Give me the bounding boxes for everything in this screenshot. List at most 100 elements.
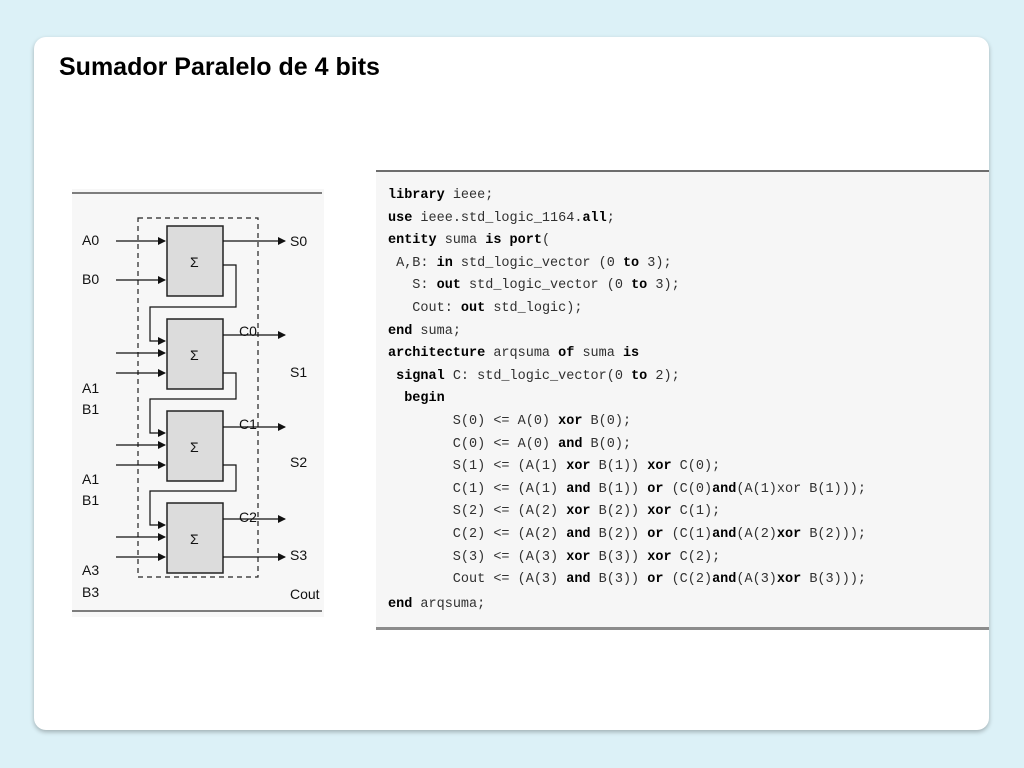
- label-a3: A3: [82, 562, 99, 578]
- sigma-symbol-2: Σ: [190, 439, 199, 455]
- code-keyword: all: [582, 210, 607, 226]
- full-adder-1: [166, 318, 224, 390]
- code-line: end suma;: [388, 321, 866, 344]
- code-text: (C(2): [663, 572, 713, 588]
- label-s3: S3: [290, 547, 307, 563]
- code-text: B(3)));: [801, 572, 867, 588]
- code-keyword: xor: [566, 459, 591, 475]
- full-adder-0: [166, 225, 224, 297]
- code-text: Cout <= (A(3): [388, 572, 567, 588]
- code-text: 3);: [639, 255, 672, 271]
- label-c0: C0: [239, 323, 257, 339]
- code-text: B(2)): [590, 526, 648, 542]
- code-text: (: [541, 233, 551, 249]
- code-keyword: of: [558, 346, 575, 362]
- code-keyword: architecture: [388, 346, 486, 362]
- adder-diagram: Σ A0 B0 S0 C0 Σ A1 B1 S1 C1 Σ A1 B1 S2 C…: [72, 189, 324, 617]
- code-text: ieee;: [444, 188, 494, 203]
- code-keyword: and: [566, 481, 591, 497]
- code-text: B(3)): [590, 572, 648, 588]
- code-text: 3);: [647, 278, 680, 294]
- sigma-symbol-0: Σ: [190, 254, 199, 270]
- code-text: std_logic_vector (0: [452, 255, 623, 271]
- code-line: S(3) <= (A(3) xor B(3)) xor C(2);: [388, 547, 866, 570]
- code-text: arqsuma;: [412, 596, 486, 612]
- label-c1: C1: [239, 416, 257, 432]
- code-keyword: to: [622, 255, 640, 271]
- code-text: C(1) <= (A(1): [388, 481, 567, 497]
- code-text: B(3)): [590, 549, 648, 565]
- code-keyword: use: [388, 210, 413, 226]
- code-keyword: and: [566, 526, 591, 542]
- full-adder-2: [166, 410, 224, 482]
- code-keyword: and: [712, 526, 737, 542]
- code-text: S(1) <= (A(1): [388, 459, 567, 475]
- code-text: Cout:: [388, 300, 461, 316]
- slide: Sumador Paralelo de 4 bits Σ A0 B0 S0 C0…: [34, 37, 989, 730]
- label-a1: A1: [82, 380, 99, 396]
- code-keyword: to: [631, 368, 648, 384]
- label-b1: B1: [82, 401, 99, 417]
- slide-title: Sumador Paralelo de 4 bits: [59, 53, 380, 81]
- label-s0: S0: [290, 233, 307, 249]
- code-keyword: and: [566, 572, 591, 588]
- code-keyword: xor: [776, 526, 802, 542]
- code-text: ieee.std_logic_1164.: [412, 210, 583, 226]
- code-keyword: entity: [388, 233, 437, 249]
- code-line: Cout <= (A(3) and B(3)) or (C(2)and(A(3)…: [388, 569, 866, 592]
- code-text: C(2);: [671, 549, 721, 565]
- label-cout: Cout: [290, 586, 320, 602]
- code-text: (A(1)xor B(1)));: [736, 481, 867, 497]
- code-text: S:: [388, 278, 437, 294]
- code-line: S: out std_logic_vector (0 to 3);: [388, 275, 866, 298]
- code-text: B(1)): [590, 459, 648, 475]
- code-line: C(1) <= (A(1) and B(1)) or (C(0)and(A(1)…: [388, 479, 866, 502]
- code-text: suma: [436, 233, 486, 249]
- code-keyword: xor: [558, 413, 583, 429]
- adder-boundary: [137, 217, 259, 578]
- code-keyword: or: [647, 572, 664, 588]
- code-text: C(0);: [671, 459, 721, 475]
- code-text: (C(1): [663, 526, 713, 542]
- code-keyword: or: [647, 526, 664, 542]
- code-line: A,B: in std_logic_vector (0 to 3);: [388, 253, 866, 276]
- vhdl-code: library ieee; use ieee.std_logic_1164.all…: [388, 185, 866, 616]
- code-line: S(2) <= (A(2) xor B(2)) xor C(1);: [388, 501, 866, 524]
- code-line: Cout: out std_logic);: [388, 298, 866, 321]
- code-keyword: and: [712, 481, 737, 497]
- code-text: C(0) <= A(0): [388, 436, 559, 452]
- code-line: S(0) <= A(0) xor B(0);: [388, 411, 866, 434]
- label-s2: S2: [290, 454, 307, 470]
- code-text: (C(0): [663, 481, 713, 497]
- label-a2: A1: [82, 471, 99, 487]
- code-keyword: begin: [404, 391, 445, 407]
- code-text: arqsuma: [485, 346, 559, 362]
- full-adder-3: [166, 502, 224, 574]
- code-keyword: end: [388, 596, 413, 612]
- code-text: C(2) <= (A(2): [388, 526, 567, 542]
- sigma-symbol-1: Σ: [190, 347, 199, 363]
- carry-line-c2: [149, 464, 237, 529]
- code-keyword: xor: [647, 459, 672, 475]
- code-text: (A(2): [736, 526, 777, 542]
- code-text: B(0);: [582, 436, 632, 452]
- label-b3: B3: [82, 584, 99, 600]
- code-line: S(1) <= (A(1) xor B(1)) xor C(0);: [388, 456, 866, 479]
- carry-line-c1: [149, 372, 237, 437]
- code-line: use ieee.std_logic_1164.all;: [388, 208, 866, 231]
- code-keyword: or: [647, 481, 664, 497]
- code-text: B(0);: [582, 413, 632, 429]
- code-keyword: and: [712, 572, 737, 588]
- code-text: [501, 233, 509, 248]
- code-keyword: library: [388, 188, 445, 203]
- label-b0: B0: [82, 271, 99, 287]
- code-keyword: xor: [566, 549, 591, 565]
- code-line: architecture arqsuma of suma is: [388, 343, 866, 366]
- code-text: suma;: [412, 323, 461, 339]
- code-text: [388, 369, 396, 384]
- code-text: S(2) <= (A(2): [388, 504, 567, 520]
- code-text: ;: [606, 210, 615, 226]
- code-line: begin: [388, 388, 866, 411]
- label-s1: S1: [290, 364, 307, 380]
- code-keyword: to: [631, 278, 648, 294]
